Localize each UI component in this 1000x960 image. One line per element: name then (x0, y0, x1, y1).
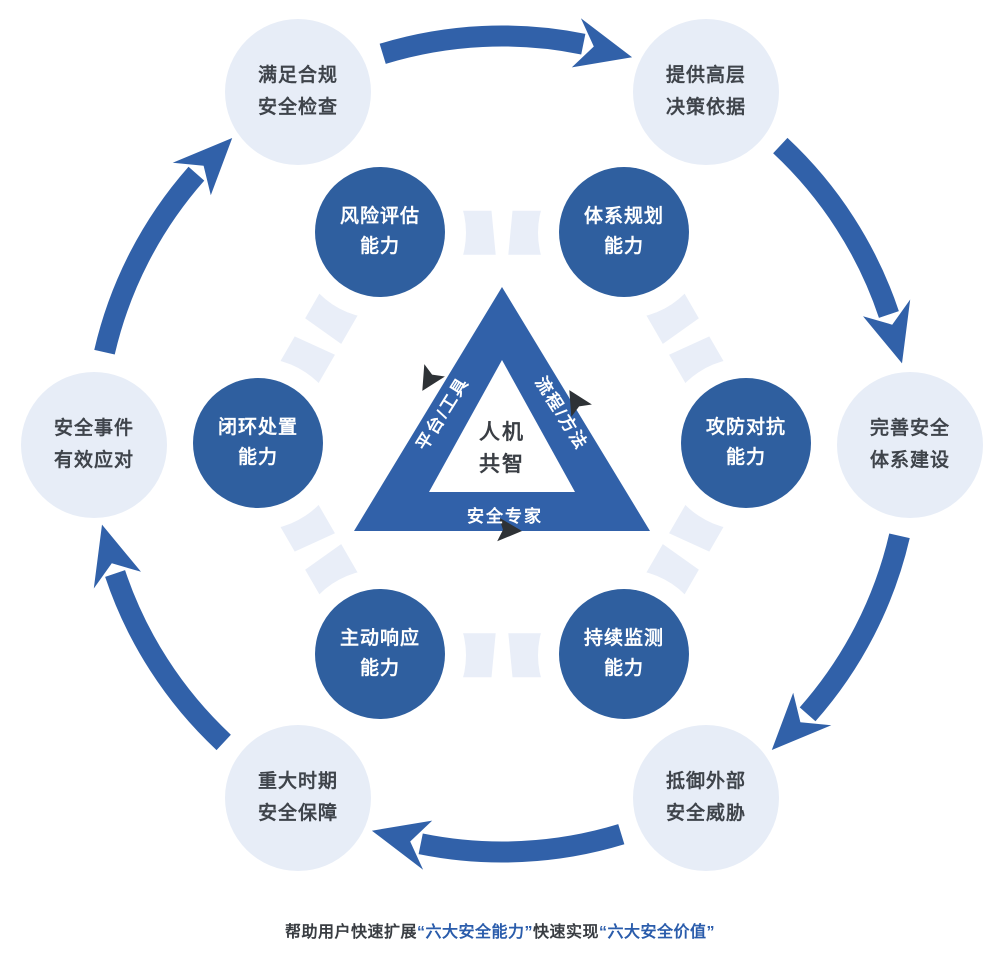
center-label-line1: 人机 (479, 421, 525, 444)
capability-circle-continuous-monitoring: 持续监测 能力 (559, 589, 689, 719)
band-seam (643, 300, 737, 365)
capability-label-line2: 能力 (359, 236, 400, 257)
flow-arrowhead-icon (571, 18, 633, 68)
value-label-line2: 安全检查 (257, 97, 338, 118)
triangle-cycle-arrow-icon (497, 517, 522, 542)
caption-highlight-six-values: “六大安全价值” (599, 924, 716, 941)
capability-label-line2: 能力 (725, 447, 766, 468)
value-label-line2: 安全保障 (257, 803, 338, 824)
value-label-line1: 安全事件 (53, 418, 134, 439)
value-label-line2: 有效应对 (53, 450, 134, 471)
value-circle-resist-threats: 抵御外部 安全威胁 (633, 725, 779, 871)
value-circle-decision-basis: 提供高层 决策依据 (633, 19, 779, 165)
flow-arc (379, 25, 586, 64)
value-label-line2: 安全威胁 (665, 803, 746, 824)
value-circle-compliance-check: 满足合规 安全检查 (225, 19, 371, 165)
value-label-line1: 提供高层 (665, 65, 746, 86)
flow-arrowhead-icon (172, 138, 233, 196)
capability-circle-system-planning: 体系规划 能力 (559, 167, 689, 297)
band-seam (643, 523, 737, 588)
capability-label-line1: 体系规划 (583, 206, 664, 227)
value-circle-incident-response: 安全事件 有效应对 (21, 372, 167, 518)
flow-arc (773, 137, 899, 318)
flow-arrowhead-icon (371, 820, 433, 870)
triangle-side-label-security-experts: 安全专家 (467, 507, 543, 526)
caption-highlight-six-capabilities: “六大安全能力” (416, 924, 533, 941)
value-label-line1: 满足合规 (257, 65, 338, 86)
flow-arc (94, 166, 205, 355)
band-seam (267, 523, 361, 588)
capability-label-line2: 能力 (603, 236, 644, 257)
value-circle-key-period-assurance: 重大时期 安全保障 (225, 725, 371, 871)
capability-circle-attack-defense: 攻防对抗 能力 (681, 378, 811, 508)
flow-arrowhead-icon (93, 524, 141, 589)
center-label-human-machine: 人机 共智 (441, 417, 563, 481)
center-label-line2: 共智 (479, 453, 525, 476)
flow-arc (105, 570, 231, 751)
value-label-line2: 体系建设 (869, 450, 950, 471)
band-seam (267, 300, 361, 365)
capability-label-line2: 能力 (237, 447, 278, 468)
capability-label-line1: 持续监测 (583, 628, 664, 649)
capability-circle-risk-assessment: 风险评估 能力 (315, 167, 445, 297)
value-label-line1: 完善安全 (869, 418, 950, 439)
capability-label-line2: 能力 (359, 658, 400, 679)
triangle-cycle-arrow-icon (422, 364, 445, 391)
caption: 帮助用户快速扩展“六大安全能力”快速实现“六大安全价值” (0, 918, 1000, 942)
capability-label-line2: 能力 (603, 658, 644, 679)
value-label-line1: 重大时期 (257, 771, 338, 792)
caption-text-1: 帮助用户快速扩展 (284, 924, 417, 941)
band-seam (488, 180, 516, 278)
flow-arc (799, 533, 910, 722)
value-label-line1: 抵御外部 (665, 771, 746, 792)
capability-label-line1: 风险评估 (339, 206, 420, 227)
capability-label-line1: 主动响应 (339, 628, 420, 649)
flow-arc (418, 824, 625, 863)
center-triangle-inner (429, 360, 575, 492)
flow-arrowhead-icon (863, 299, 911, 364)
capability-circle-closed-loop-handling: 闭环处置 能力 (193, 378, 323, 508)
triangle-cycle-arrow-icon (569, 390, 592, 417)
capability-circle-active-response: 主动响应 能力 (315, 589, 445, 719)
capability-label-line1: 攻防对抗 (705, 417, 786, 438)
band-seam (488, 610, 516, 708)
value-circle-system-construction: 完善安全 体系建设 (837, 372, 983, 518)
capability-label-line1: 闭环处置 (217, 417, 298, 438)
flow-arrowhead-icon (771, 692, 832, 750)
caption-text-2: 快速实现 (533, 924, 600, 941)
value-label-line2: 决策依据 (665, 97, 746, 118)
